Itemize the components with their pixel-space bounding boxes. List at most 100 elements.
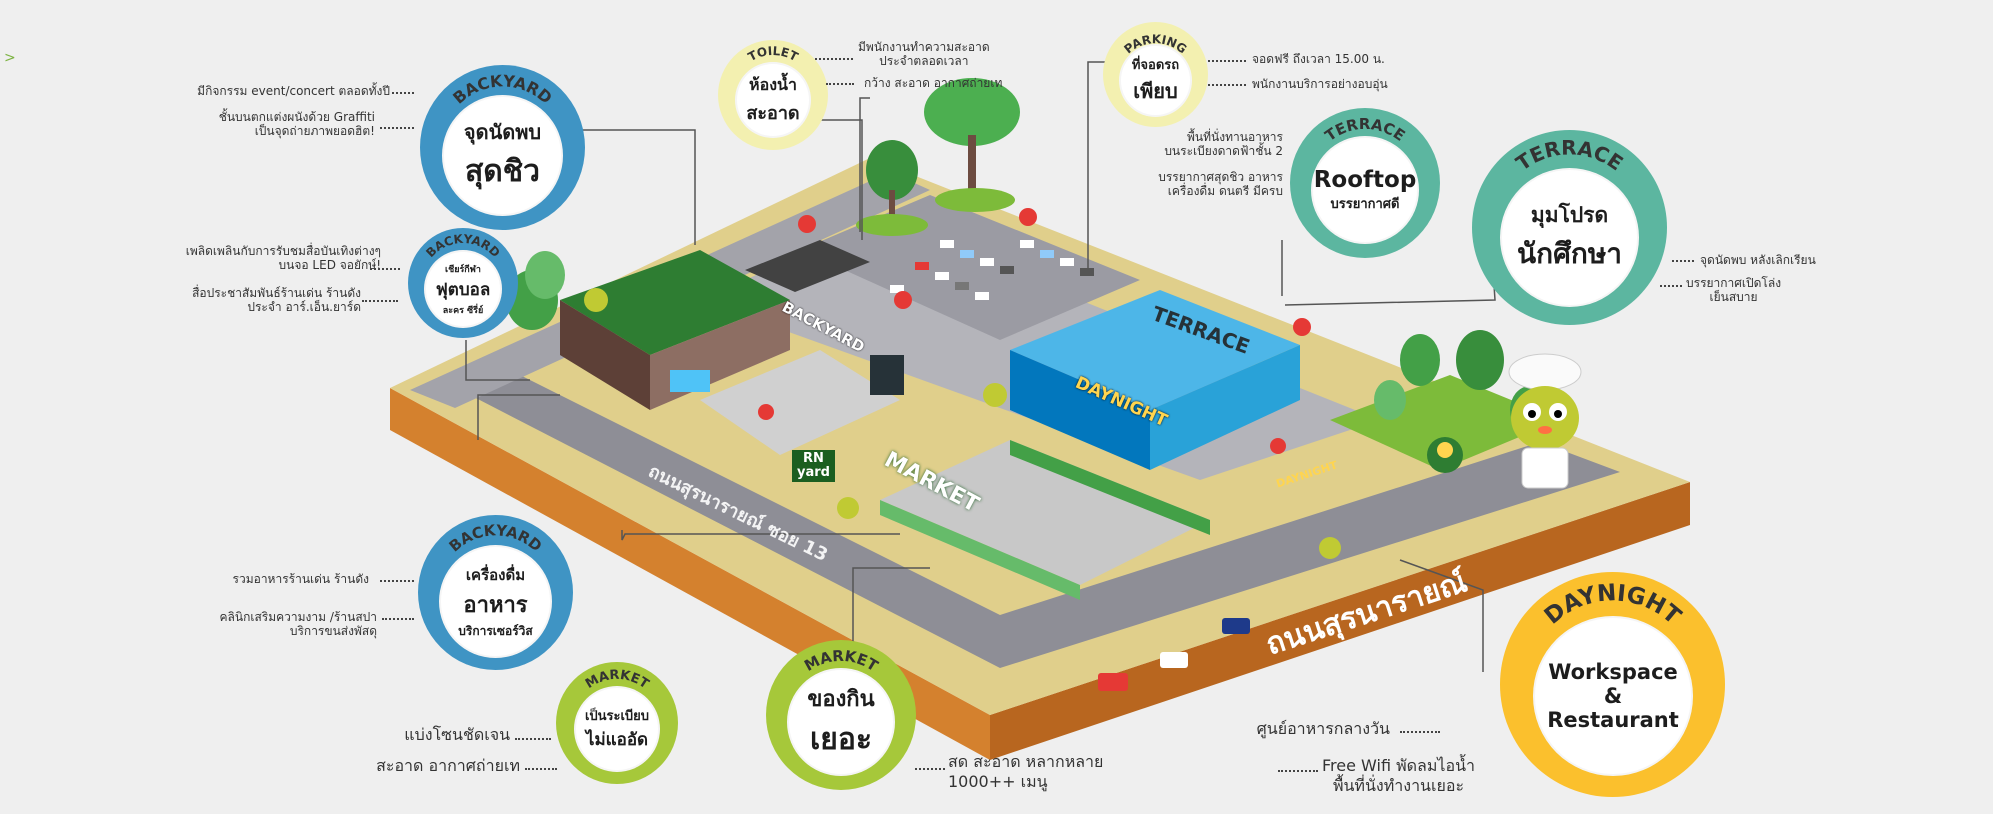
note-daynight-wifi-line1: Free Wifi พัดลมไอน้ำ xyxy=(1322,756,1475,775)
note-market-zones: แบ่งโซนชัดเจน xyxy=(404,725,510,744)
note-football-led-line2: บนจอ LED จอยักษ์! xyxy=(278,258,381,272)
car-blue xyxy=(1222,618,1250,634)
note-student-open-line1: บรรยากาศเปิดโล่ง xyxy=(1686,276,1782,290)
badge-market-food-line2: เยอะ xyxy=(810,722,872,757)
badge-backyard-football-line3: ละคร ซีรี่ย์ xyxy=(442,305,484,316)
note-football-led-line1: เพลิดเพลินกับการรับชมสื่อบันเทิงต่างๆ xyxy=(185,244,381,258)
note-rooftop-dining-line2: บนระเบียงดาดฟ้าชั้น 2 xyxy=(1164,144,1283,158)
led-screen xyxy=(870,355,904,395)
backyard-building-front xyxy=(560,300,650,410)
leader-market-zones xyxy=(515,738,551,740)
badge-parking: PARKING ที่จอดรถ เพียบ xyxy=(1103,22,1208,127)
leader-market-clean xyxy=(525,768,557,770)
note-football-led: เพลิดเพลินกับการรับชมสื่อบันเทิงต่างๆ บน… xyxy=(186,244,381,272)
badge-backyard-chill-line1: จุดนัดพบ xyxy=(463,120,542,144)
note-market-food-line2: 1000++ เมนู xyxy=(948,772,1048,791)
note-rooftop-vibe: บรรยากาศสุดชิว อาหาร เครื่องดื่ม ดนตรี ม… xyxy=(1158,170,1283,198)
badge-market-zone: MARKET เป็นระเบียบ ไม่แออัด xyxy=(556,662,678,784)
backyard-building-roof xyxy=(560,250,790,355)
note-toilet-staff-line1: มีพนักงานทำความสะอาด xyxy=(858,40,990,54)
guard-2 xyxy=(1319,537,1341,559)
badge-terrace-rooftop-line1: Rooftop xyxy=(1313,166,1417,193)
leader-food-shops xyxy=(380,580,414,582)
note-daynight-lunch: ศูนย์อาหารกลางวัน xyxy=(1256,719,1390,738)
note-market-food-line1: สด สะอาด หลากหลาย xyxy=(948,752,1104,771)
badge-terrace-student: TERRACE มุมโปรด นักศึกษา xyxy=(1472,130,1667,325)
backyard-glass xyxy=(670,370,710,392)
leader-parking-1 xyxy=(1208,60,1246,62)
map-pins xyxy=(758,208,1311,454)
terrace-front xyxy=(1010,350,1150,470)
note-student-open: บรรยากาศเปิดโล่ง เย็นสบาย xyxy=(1686,276,1781,304)
connector-lines xyxy=(465,61,1496,720)
sign-rn-line1: RN xyxy=(803,451,824,466)
badge-toilet-arc: TOILET xyxy=(746,44,801,65)
backyard-courtyard xyxy=(700,350,900,455)
mascot-small-1 xyxy=(584,288,608,312)
note-football-shops-line1: สื่อประชาสัมพันธ์ร้านเด่น ร้านดัง xyxy=(192,286,361,300)
car-red xyxy=(1098,673,1128,691)
sign-rn-yard: RN yard xyxy=(792,450,835,482)
leader-food-clinic xyxy=(382,618,414,620)
guard-1 xyxy=(837,497,859,519)
badge-backyard-food-line3: บริการเซอร์วิส xyxy=(458,623,533,638)
leader-daynight-lunch xyxy=(1400,731,1440,733)
badge-daynight-line1: Workspace xyxy=(1548,660,1678,684)
note-backyard-graffiti: ชั้นบนตกแต่งผนังด้วย Graffiti เป็นจุดถ่า… xyxy=(219,110,375,138)
leader-student-1 xyxy=(1672,260,1694,262)
leader-student-2 xyxy=(1660,285,1682,287)
car-white xyxy=(1160,652,1188,668)
note-rooftop-dining: พื้นที่นั่งทานอาหาร บนระเบียงดาดฟ้าชั้น … xyxy=(1164,130,1283,158)
badge-toilet: TOILET ห้องน้ำ สะอาด xyxy=(718,40,828,150)
badge-market-zone-line2: ไม่แออัด xyxy=(585,730,649,750)
badge-daynight-line3: Restaurant xyxy=(1547,708,1679,732)
note-parking-staff: พนักงานบริการอย่างอบอุ่น xyxy=(1252,77,1388,91)
note-rooftop-vibe-line1: บรรยากาศสุดชิว อาหาร xyxy=(1158,170,1283,184)
leader-backyard-event xyxy=(392,92,414,94)
leader-toilet-1 xyxy=(815,58,853,60)
market-floor xyxy=(880,440,1210,585)
note-backyard-graffiti-line2: เป็นจุดถ่ายภาพยอดฮิต! xyxy=(254,124,375,138)
note-backyard-event: มีกิจกรรม event/concert ตลอดทั้งปี xyxy=(197,84,390,98)
badge-terrace-student-line2: นักศึกษา xyxy=(1517,237,1622,270)
note-market-food: สด สะอาด หลากหลาย 1000++ เมนู xyxy=(948,752,1103,792)
svg-text:TOILET: TOILET xyxy=(746,44,801,65)
note-food-clinic: คลินิกเสริมความงาม /ร้านสปา บริการขนส่งพ… xyxy=(220,610,377,638)
badge-toilet-line1: ห้องน้ำ xyxy=(749,75,797,94)
badge-backyard-football-line2: ฟุตบอล xyxy=(435,279,491,300)
leader-parking-2 xyxy=(1208,84,1246,86)
badge-backyard-football: BACKYARD เชียร์กีฬา ฟุตบอล ละคร ซีรี่ย์ xyxy=(408,228,518,338)
platform-side-right xyxy=(990,482,1690,760)
note-parking-free: จอดฟรี ถึงเวลา 15.00 น. xyxy=(1252,52,1385,66)
badge-backyard-chill: BACKYARD จุดนัดพบ สุดชิว xyxy=(420,65,585,230)
note-food-shops: รวมอาหารร้านเด่น ร้านดัง xyxy=(232,572,369,586)
badge-toilet-line2: สะอาด xyxy=(746,103,800,124)
market-wall-front xyxy=(880,500,1080,600)
terrace-side xyxy=(1150,345,1300,470)
badge-parking-line1: ที่จอดรถ xyxy=(1131,58,1180,73)
note-toilet-clean: กว้าง สะอาด อากาศถ่ายเท xyxy=(864,76,1003,90)
note-football-shops-line2: ประจำ อาร์.เอ็น.ยาร์ด xyxy=(247,300,361,314)
corner-arrow-icon: > xyxy=(4,50,16,66)
market-wall xyxy=(1010,440,1210,535)
note-student-open-line2: เย็นสบาย xyxy=(1709,290,1758,304)
leader-toilet-2 xyxy=(826,83,854,85)
badge-backyard-food: BACKYARD เครื่องดื่ม อาหาร บริการเซอร์วิ… xyxy=(418,515,573,670)
badge-market-zone-line1: เป็นระเบียบ xyxy=(584,709,650,724)
note-daynight-wifi-line2: พื้นที่นั่งทำงานเยอะ xyxy=(1332,776,1465,795)
toilet-building xyxy=(745,240,870,292)
note-toilet-staff-line2: ประจำตลอดเวลา xyxy=(879,54,969,68)
note-market-clean: สะอาด อากาศถ่ายเท xyxy=(376,756,520,775)
badge-backyard-food-line2: อาหาร xyxy=(463,592,528,618)
note-rooftop-vibe-line2: เครื่องดื่ม ดนตรี มีครบ xyxy=(1167,184,1283,198)
leader-daynight-wifi xyxy=(1278,770,1318,772)
note-rooftop-dining-line1: พื้นที่นั่งทานอาหาร xyxy=(1187,130,1283,144)
badge-parking-line2: เพียบ xyxy=(1133,79,1178,103)
note-student-meet: จุดนัดพบ หลังเลิกเรียน xyxy=(1700,253,1816,267)
note-daynight-wifi: Free Wifi พัดลมไอน้ำ พื้นที่นั่งทำงานเยอ… xyxy=(1322,756,1475,796)
note-toilet-staff: มีพนักงานทำความสะอาด ประจำตลอดเวลา xyxy=(858,40,990,68)
leader-football-shops xyxy=(362,300,398,302)
badge-market-food-line1: ของกิน xyxy=(807,687,875,712)
leader-backyard-graffiti xyxy=(380,127,414,129)
